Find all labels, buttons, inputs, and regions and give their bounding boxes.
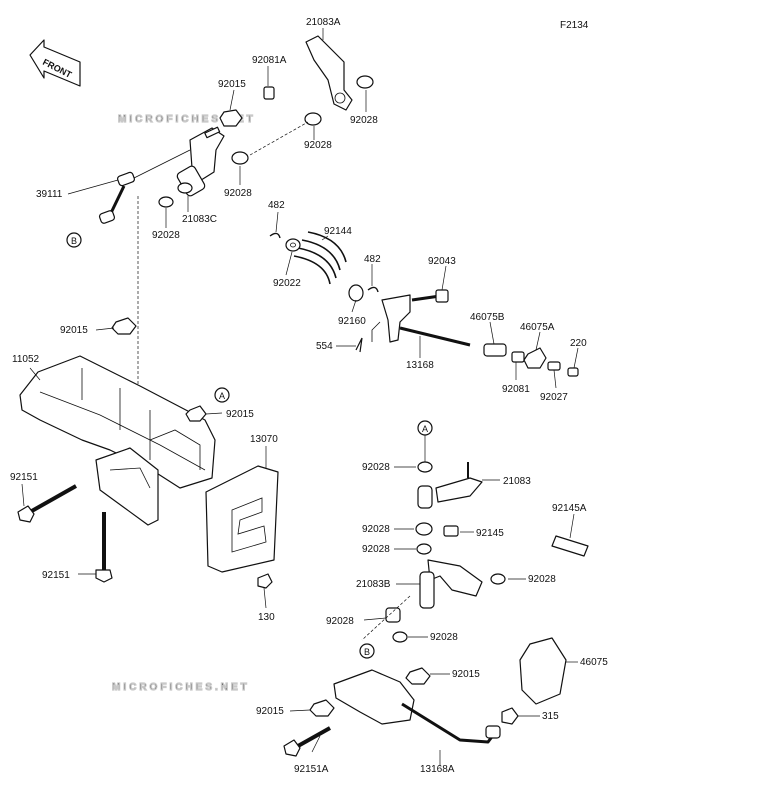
callout-92151-b: 92151 bbox=[42, 570, 70, 581]
callout-39111: 39111 bbox=[36, 189, 63, 200]
callout-92022: 92022 bbox=[273, 278, 301, 289]
callout-46075B: 46075B bbox=[470, 312, 505, 323]
callout-13168: 13168 bbox=[406, 360, 434, 371]
callout-92145A: 92145A bbox=[552, 503, 587, 514]
callout-130: 130 bbox=[258, 612, 275, 623]
callout-92027: 92027 bbox=[540, 392, 568, 403]
ref-marker-b-lower: B bbox=[359, 643, 375, 659]
callout-92043: 92043 bbox=[428, 256, 456, 267]
callout-21083B: 21083B bbox=[356, 579, 391, 590]
washer-92022 bbox=[285, 238, 301, 252]
nut-92015-low bbox=[405, 667, 431, 685]
pedal-arm-13168A bbox=[333, 669, 501, 744]
bracket-21083B bbox=[419, 559, 483, 609]
bolt-130 bbox=[257, 573, 273, 589]
callout-92028-i: 92028 bbox=[326, 616, 354, 627]
callout-482-a: 482 bbox=[268, 200, 285, 211]
spring-92145A bbox=[551, 535, 589, 557]
callout-92028-h: 92028 bbox=[528, 574, 556, 585]
callout-46075A: 46075A bbox=[520, 322, 555, 333]
bolt-92151-upper bbox=[17, 484, 77, 523]
callout-220: 220 bbox=[570, 338, 587, 349]
collar-92028-lower bbox=[385, 461, 506, 643]
knob-46075A bbox=[523, 347, 547, 369]
frame-11052 bbox=[19, 355, 216, 526]
spring-92081 bbox=[511, 351, 525, 363]
callout-92028-f: 92028 bbox=[362, 524, 390, 535]
svg-text:B: B bbox=[364, 647, 370, 657]
ref-marker-b-upper: B bbox=[66, 232, 82, 248]
nut-92015-top bbox=[219, 109, 243, 127]
watermark-bottom: MICROFICHES.NET bbox=[112, 682, 250, 693]
callout-92144: 92144 bbox=[324, 226, 352, 237]
svg-text:A: A bbox=[219, 391, 225, 401]
clip-482-a bbox=[269, 232, 281, 239]
clip-482-b bbox=[367, 286, 379, 293]
callout-92028-e: 92028 bbox=[362, 462, 390, 473]
cover-plate-13070 bbox=[205, 465, 279, 573]
link-rod-39111 bbox=[98, 149, 191, 224]
watermark-top: MICROFICHES.NET bbox=[118, 114, 256, 125]
screw-220 bbox=[567, 367, 579, 377]
callout-92151A: 92151A bbox=[294, 764, 329, 775]
callout-92081: 92081 bbox=[502, 384, 530, 395]
bolt-92151-lower bbox=[95, 512, 113, 583]
ref-marker-a-lower: A bbox=[417, 420, 433, 436]
nut-92015-left bbox=[309, 699, 335, 717]
callout-92028-j: 92028 bbox=[430, 632, 458, 643]
callout-21083: 21083 bbox=[503, 476, 531, 487]
callout-315: 315 bbox=[542, 711, 559, 722]
callout-92028-a: 92028 bbox=[350, 115, 378, 126]
callout-13168A: 13168A bbox=[420, 764, 455, 775]
callout-92028-g: 92028 bbox=[362, 544, 390, 555]
collar-92160 bbox=[348, 284, 364, 302]
bolt-92081A bbox=[263, 86, 275, 100]
callout-92015-frame: 92015 bbox=[226, 409, 254, 420]
pin-92027 bbox=[547, 361, 561, 371]
callout-92151-a: 92151 bbox=[10, 472, 38, 483]
callout-92145: 92145 bbox=[476, 528, 504, 539]
callout-92028-b: 92028 bbox=[304, 140, 332, 151]
leader-lines bbox=[21, 28, 579, 766]
callout-11052: 11052 bbox=[12, 354, 40, 365]
bolt-92043 bbox=[411, 289, 449, 303]
shaft-13168 bbox=[371, 294, 471, 347]
bushing-46075B bbox=[483, 343, 507, 357]
callout-92015-top: 92015 bbox=[218, 79, 246, 90]
spring-92145 bbox=[443, 525, 459, 537]
callout-92015-mid: 92015 bbox=[60, 325, 88, 336]
callout-46075: 46075 bbox=[580, 657, 608, 668]
pedal-pad-46075 bbox=[519, 637, 567, 705]
bolt-92151A bbox=[283, 726, 331, 757]
collar-92028-group-top bbox=[158, 75, 374, 208]
callout-92015-left: 92015 bbox=[256, 706, 284, 717]
callout-92015-low: 92015 bbox=[452, 669, 480, 680]
callout-21083A: 21083A bbox=[306, 17, 341, 28]
front-arrow-icon: FRONT bbox=[29, 39, 81, 87]
lever-21083 bbox=[417, 462, 483, 509]
callout-labels: 21083A 92081A 92015 92028 92028 92028 39… bbox=[10, 17, 608, 775]
callout-554: 554 bbox=[316, 341, 333, 352]
svg-text:B: B bbox=[71, 236, 77, 246]
lever-21083A bbox=[305, 35, 353, 111]
pin-554 bbox=[355, 337, 363, 353]
callout-21083C: 21083C bbox=[182, 214, 217, 225]
callout-92028-c: 92028 bbox=[224, 188, 252, 199]
callout-92081A: 92081A bbox=[252, 55, 287, 66]
callout-482-b: 482 bbox=[364, 254, 381, 265]
figure-code: F2134 bbox=[560, 20, 589, 31]
spring-92144 bbox=[293, 231, 347, 285]
sleeve-21083C bbox=[176, 165, 206, 197]
ref-marker-a-upper: A bbox=[214, 387, 230, 403]
callout-92028-d: 92028 bbox=[152, 230, 180, 241]
svg-text:A: A bbox=[422, 424, 428, 434]
callout-13070: 13070 bbox=[250, 434, 278, 445]
nut-315 bbox=[501, 707, 519, 725]
callout-92160: 92160 bbox=[338, 316, 366, 327]
